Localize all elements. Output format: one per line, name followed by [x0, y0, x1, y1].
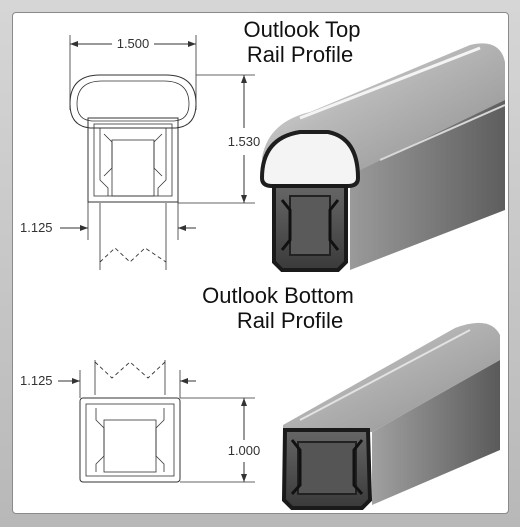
arrow-icon: [178, 225, 186, 231]
bottom-rail-drawing: 1.125 1.000: [20, 360, 261, 483]
top-height-label: 1.530: [228, 134, 261, 149]
bottom-title-line2: Rail Profile: [237, 308, 343, 333]
bottom-render-side-face: [372, 360, 500, 505]
top-insert-outer: [87, 117, 179, 203]
bottom-render-clip-right: [352, 439, 364, 495]
top-title-line2: Rail Profile: [247, 42, 353, 67]
top-clip-left-inner: [103, 133, 113, 177]
bottom-channel: [103, 419, 157, 473]
bottom-clip-right: [155, 408, 165, 472]
top-render-edge: [379, 104, 506, 161]
bottom-inner: [85, 403, 175, 477]
top-title-line1: Outlook Top: [243, 17, 360, 42]
top-render-clip-left: [280, 199, 292, 251]
arrow-icon: [188, 41, 196, 47]
top-cap-outer: [69, 74, 197, 129]
top-clip-right: [157, 128, 167, 196]
bottom-rail-render: [281, 322, 500, 510]
arrow-icon: [180, 378, 188, 384]
top-rail-render: [259, 43, 506, 272]
arrow-icon: [241, 75, 247, 83]
arrow-icon: [80, 225, 88, 231]
bottom-title-line1: Outlook Bottom: [202, 283, 354, 308]
bottom-clip-left: [95, 408, 105, 472]
top-base-label: 1.125: [20, 220, 53, 235]
top-channel: [111, 139, 155, 197]
top-cap-inner: [76, 80, 190, 122]
bottom-break-line: [94, 361, 166, 379]
arrow-icon: [241, 474, 247, 482]
top-clip-right-inner: [153, 133, 163, 177]
top-break-line: [99, 247, 167, 263]
top-render-end-cap: [259, 130, 361, 188]
bottom-width-label: 1.125: [20, 373, 53, 388]
top-width-label: 1.500: [117, 36, 150, 51]
top-render-clip-right: [328, 199, 340, 251]
bottom-render-channel: [297, 441, 357, 495]
arrow-icon: [241, 195, 247, 203]
bottom-height-label: 1.000: [228, 443, 261, 458]
top-rail-drawing: 1.500 1.530: [20, 35, 260, 270]
bottom-outer: [79, 397, 181, 483]
bottom-render-clip-left: [290, 439, 302, 495]
arrow-icon: [241, 398, 247, 406]
top-clip-left: [99, 128, 109, 196]
bottom-render-top-face: [283, 322, 500, 432]
arrow-icon: [72, 378, 80, 384]
arrow-icon: [70, 41, 78, 47]
top-render-channel: [289, 195, 331, 256]
bottom-render-highlight: [299, 329, 471, 421]
top-render-highlight: [299, 46, 481, 120]
top-render-side-face: [350, 100, 505, 270]
